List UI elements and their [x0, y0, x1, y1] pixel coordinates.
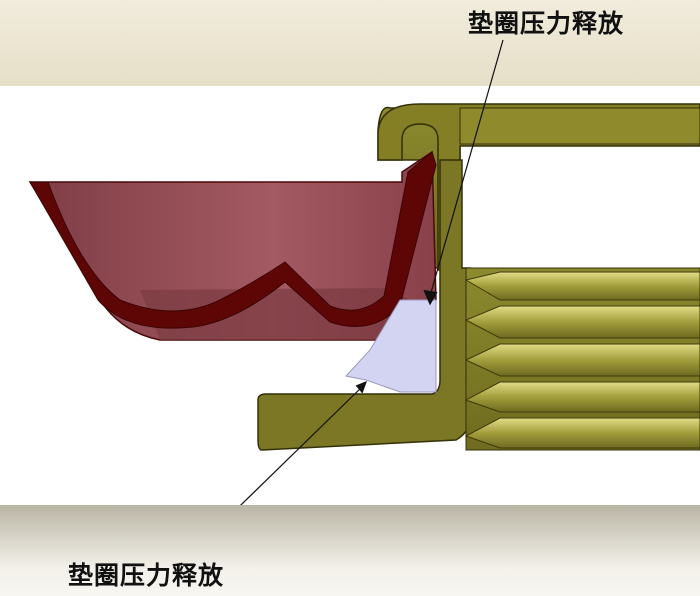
gasket	[345, 299, 437, 393]
leader-top	[423, 39, 504, 306]
leader-line-top	[429, 39, 504, 297]
top-background-band	[0, 0, 700, 86]
bottom-background-band	[0, 505, 700, 596]
thread-3	[464, 343, 700, 377]
arrowhead-top	[423, 289, 438, 306]
label-gasket-pressure-release-bottom: 垫圈压力释放	[68, 561, 225, 590]
cap-top-highlight	[459, 107, 700, 145]
thread-4	[464, 381, 700, 413]
threads	[464, 271, 700, 449]
label-gasket-pressure-release-top: 垫圈压力释放	[468, 9, 625, 38]
thread-1	[464, 271, 700, 301]
liner-inner-shade	[140, 288, 410, 340]
thread-5	[464, 417, 700, 449]
arrowhead-bottom	[355, 380, 368, 394]
thread-2	[464, 305, 700, 339]
